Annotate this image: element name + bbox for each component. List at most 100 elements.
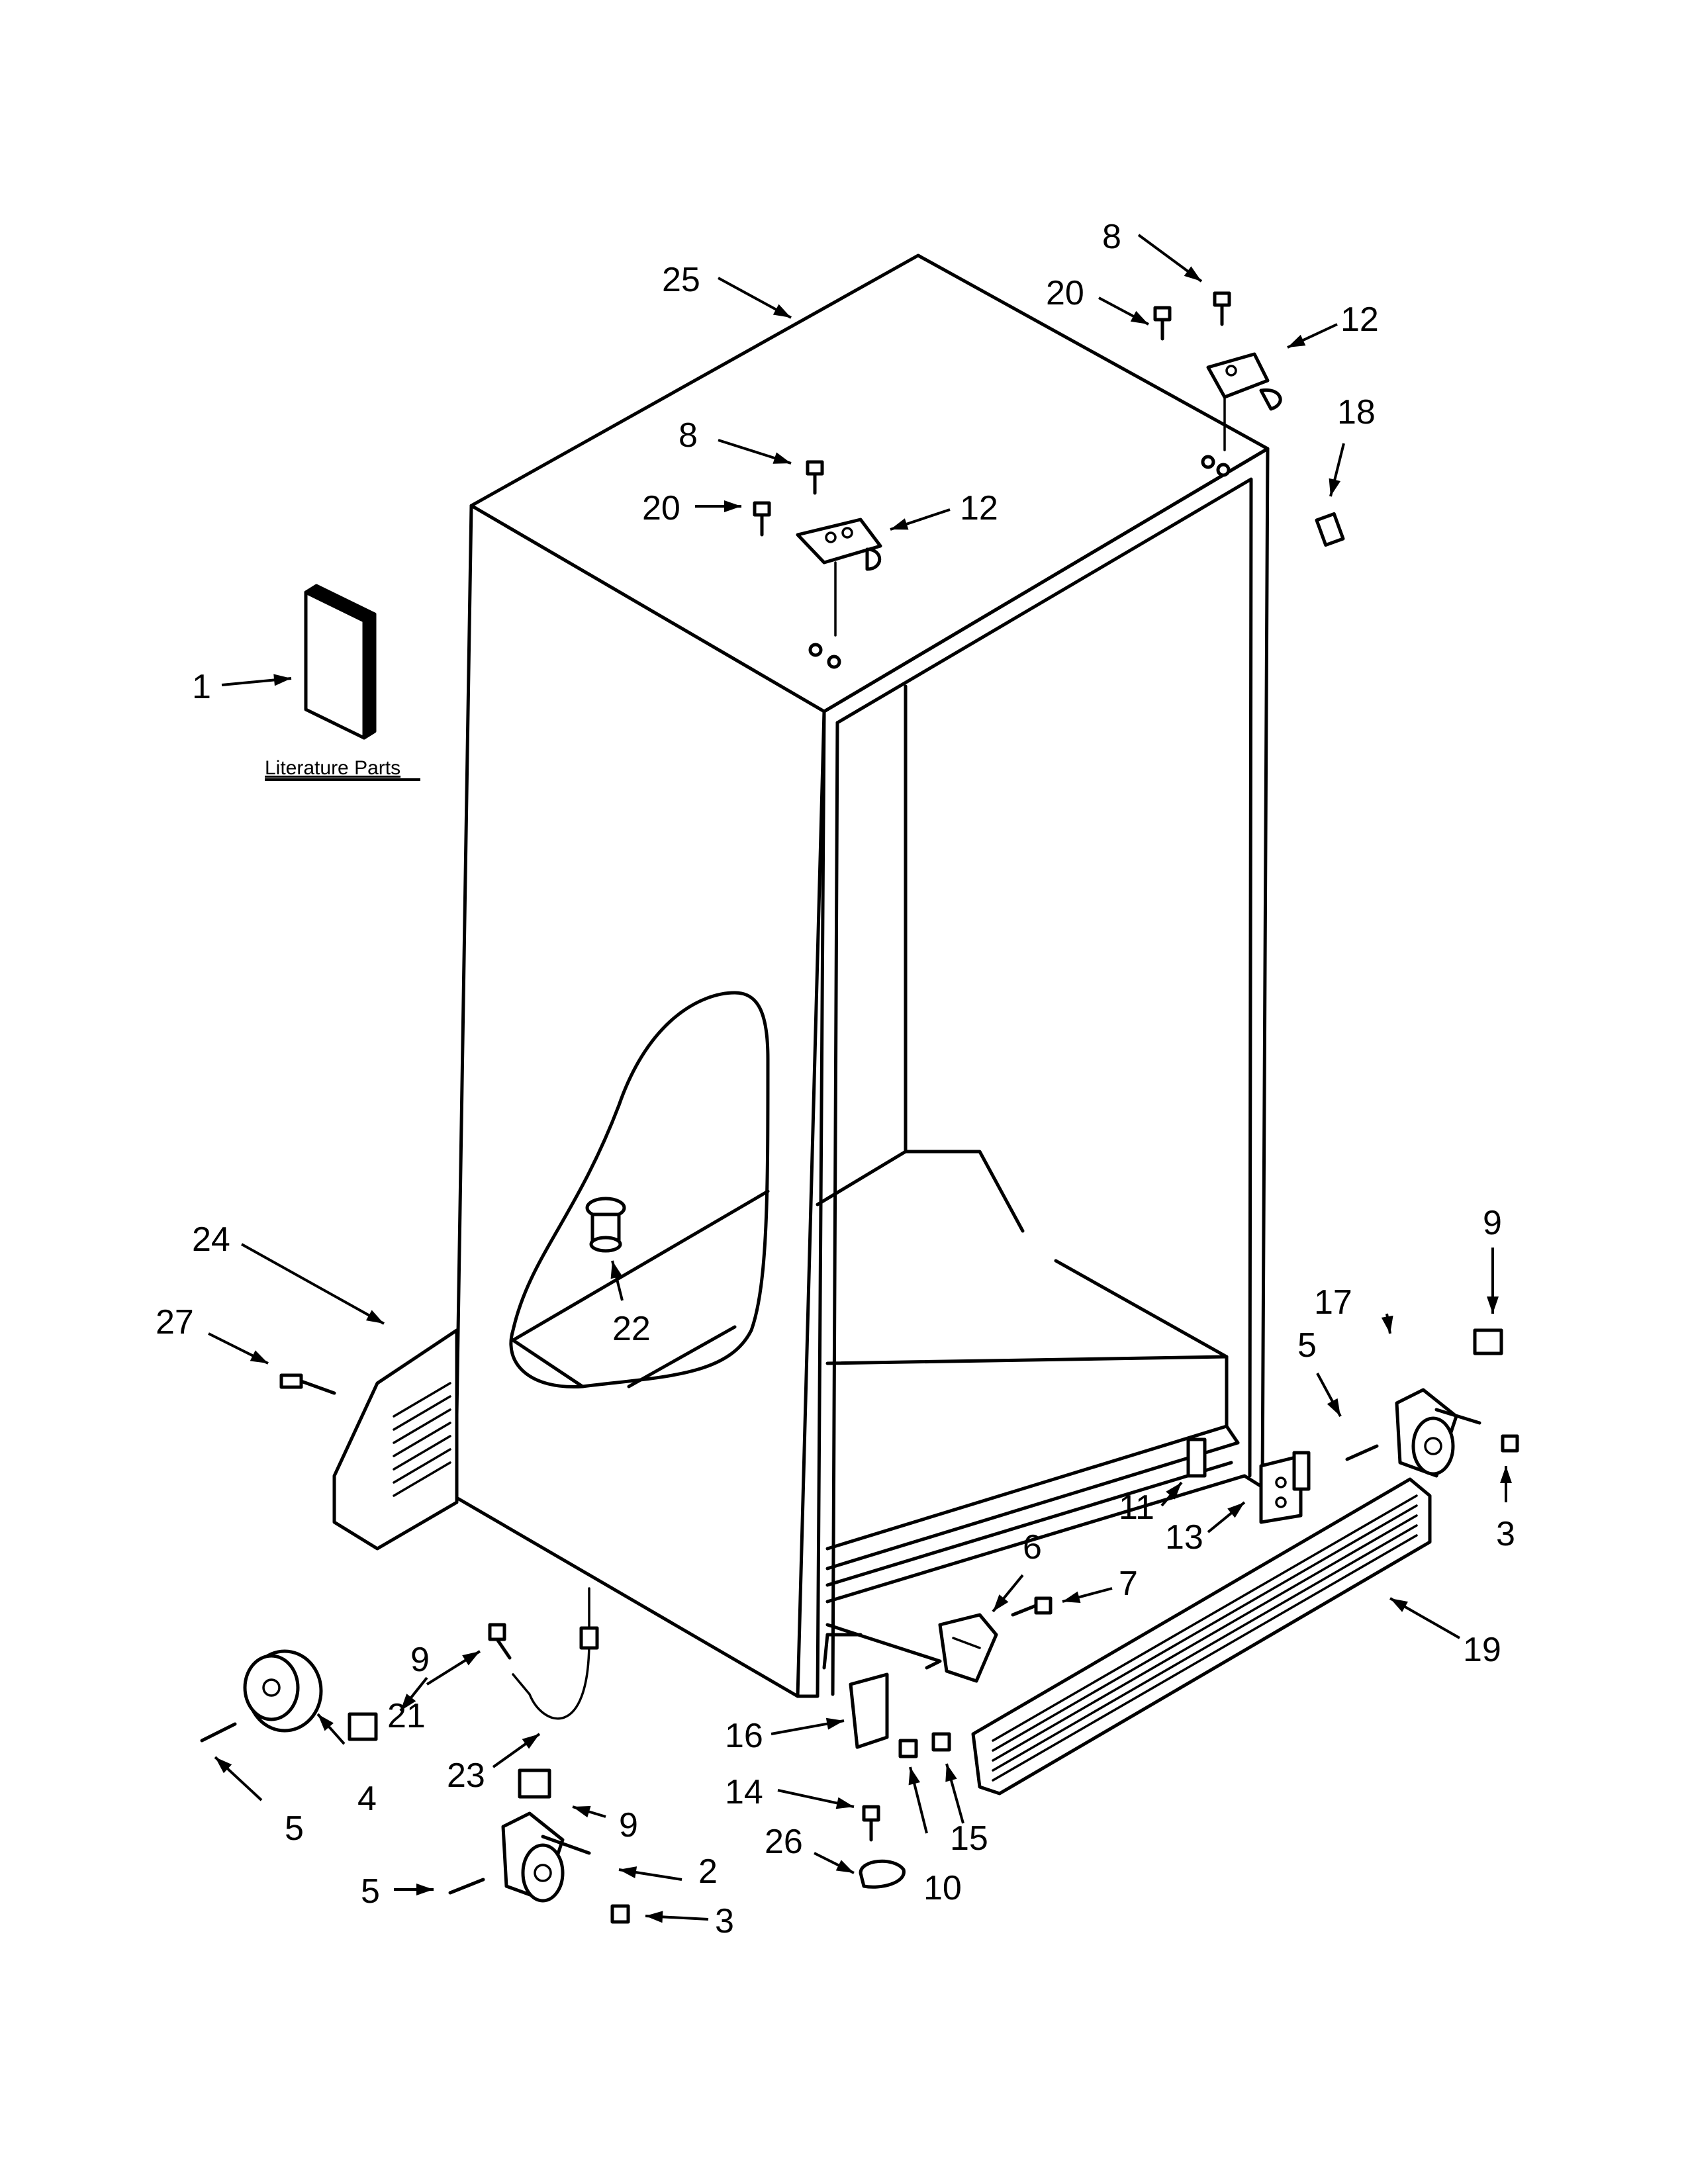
pad-9-left — [348, 1712, 378, 1741]
callout-10: 10 — [923, 1869, 962, 1907]
leader-arrowhead — [1487, 1297, 1499, 1314]
callout-4: 4 — [357, 1780, 377, 1818]
callout-26: 26 — [765, 1823, 803, 1861]
leader-arrowhead — [573, 1805, 591, 1818]
callout-5: 5 — [361, 1872, 380, 1911]
bracket-6 — [938, 1613, 998, 1683]
callout-15: 15 — [950, 1819, 988, 1858]
bracket-16 — [849, 1672, 889, 1749]
leader-arrowhead — [416, 1884, 434, 1895]
callout-11: 11 — [1119, 1488, 1154, 1527]
leader-arrowhead — [1327, 1398, 1340, 1416]
callout-20: 20 — [1046, 274, 1084, 312]
callout-9: 9 — [1483, 1204, 1502, 1242]
screw-27 — [279, 1373, 336, 1395]
literature-parts-label: Literature Parts — [265, 757, 400, 779]
pad-9-right — [1473, 1328, 1503, 1355]
top-hinge-left — [796, 518, 882, 637]
leader-arrowhead — [522, 1734, 539, 1749]
callout-19: 19 — [1463, 1631, 1501, 1669]
leader-arrowhead — [250, 1350, 268, 1363]
callout-8: 8 — [679, 416, 698, 455]
leader-arrowhead — [1288, 334, 1306, 347]
callout-labels: 25 8 20 12 18 8 20 12 1 24 27 22 9 17 5 … — [156, 218, 1515, 1940]
leader-arrowhead — [1184, 266, 1201, 281]
leader-arrowhead — [825, 1717, 844, 1730]
callout-3: 3 — [715, 1902, 734, 1940]
pin-5-lower — [448, 1878, 485, 1895]
pin-5-left — [200, 1722, 237, 1743]
leveler-22 — [585, 1197, 626, 1253]
wheel-bracket-left — [501, 1811, 591, 1903]
callout-5: 5 — [1297, 1326, 1317, 1365]
leader-arrowhead — [1227, 1502, 1244, 1518]
pad-9-lower — [518, 1768, 551, 1799]
screw-20-left — [753, 501, 771, 537]
leader-arrowhead — [1062, 1591, 1081, 1603]
leader-arrowhead — [835, 1860, 854, 1873]
leader-arrowhead — [610, 1261, 623, 1279]
callout-14: 14 — [725, 1773, 763, 1811]
leader-arrowhead — [400, 1694, 416, 1711]
leader-arrowhead — [835, 1797, 854, 1809]
callout-17: 17 — [1314, 1283, 1352, 1322]
callout-3: 3 — [1496, 1515, 1515, 1553]
screw-14 — [862, 1805, 880, 1842]
leader-arrowhead — [365, 1310, 384, 1324]
leader-arrowhead — [1381, 1315, 1393, 1334]
screw-10 — [898, 1739, 918, 1758]
refrigerator-cabinet — [453, 253, 1270, 1698]
screw-15 — [931, 1732, 951, 1752]
leader-arrowhead — [945, 1764, 957, 1782]
pin-5-right — [1345, 1444, 1379, 1461]
leader-arrowhead — [215, 1757, 232, 1774]
callout-24: 24 — [192, 1220, 230, 1259]
leader-arrowhead — [1166, 1482, 1182, 1500]
rear-grille-panel — [332, 1328, 459, 1551]
leader-arrowhead — [619, 1866, 637, 1878]
callout-22: 22 — [612, 1310, 651, 1348]
screw-3-right — [1501, 1434, 1519, 1453]
leader-arrowhead — [1130, 310, 1149, 324]
screw-21 — [488, 1623, 512, 1660]
callout-21: 21 — [387, 1697, 426, 1735]
leader-arrowhead — [773, 452, 791, 464]
screw-8-left — [806, 460, 824, 495]
callout-8: 8 — [1102, 218, 1121, 256]
leader-arrowhead — [318, 1714, 334, 1731]
callout-5: 5 — [285, 1809, 304, 1848]
wheel-bracket-right — [1395, 1388, 1481, 1478]
leader-arrowhead — [993, 1594, 1009, 1612]
screw-20-right — [1153, 306, 1172, 341]
callout-23: 23 — [447, 1756, 485, 1795]
screw-7 — [1011, 1596, 1053, 1617]
callout-20: 20 — [642, 489, 680, 527]
leader-arrowhead — [724, 500, 741, 512]
wheel-4 — [243, 1649, 323, 1733]
callout-12: 12 — [960, 489, 998, 527]
leader-arrowhead — [1329, 478, 1341, 496]
toe-grille-19 — [971, 1477, 1432, 1796]
leader-arrowhead — [908, 1767, 921, 1786]
callout-27: 27 — [156, 1303, 194, 1342]
callout-7: 7 — [1119, 1565, 1138, 1603]
callout-2: 2 — [698, 1852, 718, 1891]
leader-arrowhead — [273, 674, 291, 686]
callout-6: 6 — [1023, 1528, 1042, 1567]
callout-9: 9 — [410, 1641, 430, 1679]
callout-18: 18 — [1337, 393, 1376, 432]
leader-arrowhead — [890, 518, 909, 530]
lower-hinge-13 — [1259, 1451, 1311, 1524]
callout-13: 13 — [1165, 1518, 1203, 1557]
callout-16: 16 — [725, 1717, 763, 1755]
callout-12: 12 — [1340, 300, 1379, 339]
callout-9: 9 — [619, 1806, 638, 1844]
callout-1: 1 — [192, 668, 211, 706]
clip-18 — [1315, 512, 1345, 547]
literature-booklet — [304, 584, 377, 740]
leader-lines — [208, 234, 1512, 1923]
screw-8-right — [1213, 291, 1231, 326]
leader-arrowhead — [1500, 1466, 1512, 1483]
leader-arrowhead — [462, 1651, 480, 1666]
